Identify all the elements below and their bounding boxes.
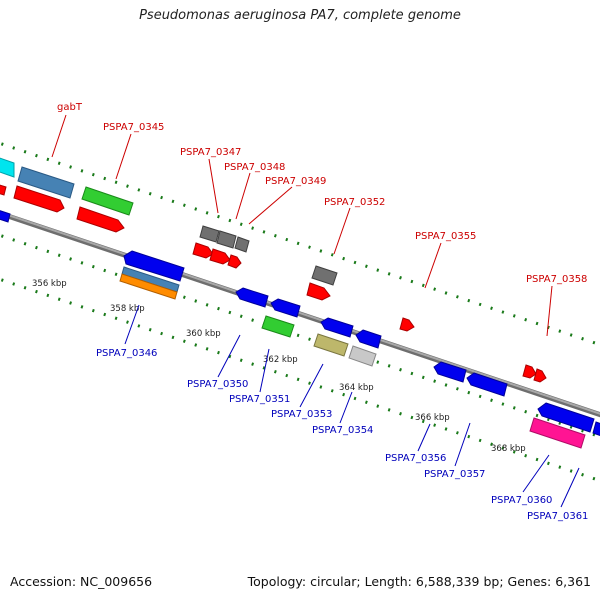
gene-label: PSPA7_0354 <box>312 425 373 436</box>
gene-label: PSPA7_0353 <box>271 409 332 420</box>
label-leaders <box>51 114 580 508</box>
tick-lines <box>0 141 600 483</box>
gene-arrow <box>270 298 301 318</box>
gene-label: PSPA7_0358 <box>526 274 587 285</box>
gene-arrow <box>529 417 586 449</box>
scale-label: 364 kbp <box>339 383 374 393</box>
reverse-gene-labels: PSPA7_0346 PSPA7_0350 PSPA7_0351 PSPA7_0… <box>96 348 588 522</box>
genome-summary-text: Topology: circular; Length: 6,588,339 bp… <box>247 574 591 589</box>
gene-arrow <box>192 242 214 259</box>
gene-arrow <box>592 421 600 437</box>
gene-label: PSPA7_0348 <box>224 162 285 173</box>
scale-label: 362 kbp <box>263 355 298 365</box>
gene-arrow <box>399 317 415 332</box>
gene-arrow <box>313 333 349 357</box>
gene-label: PSPA7_0360 <box>491 495 552 506</box>
accession-text: Accession: NC_009656 <box>10 574 153 589</box>
gene-arrow <box>0 210 11 223</box>
gene-label: PSPA7_0352 <box>324 197 385 208</box>
gene-arrow <box>123 250 185 282</box>
gene-arrow <box>311 265 338 286</box>
gene-label: PSPA7_0346 <box>96 348 157 359</box>
gene-arrow <box>261 315 295 338</box>
gene-arrow <box>0 184 7 196</box>
gene-arrow <box>216 230 237 249</box>
gene-label: PSPA7_0355 <box>415 231 476 242</box>
gene-label: PSPA7_0351 <box>229 394 290 405</box>
gene-label: PSPA7_0345 <box>103 122 164 133</box>
gene-label: PSPA7_0361 <box>527 511 588 522</box>
gene-arrow <box>227 254 242 269</box>
scale-label: 360 kbp <box>186 329 221 339</box>
scale-label: 368 kbp <box>491 444 526 454</box>
gene-arrow <box>466 372 508 397</box>
gene-arrow <box>348 345 377 367</box>
gene-arrow <box>355 329 382 349</box>
gene-arrow <box>537 402 595 433</box>
genome-backbone-highlight <box>0 211 600 415</box>
gene-label: PSPA7_0357 <box>424 469 485 480</box>
gene-arrow <box>533 368 547 383</box>
gene-arrow <box>320 317 354 338</box>
gene-label: PSPA7_0350 <box>187 379 248 390</box>
gene-arrow <box>199 225 220 243</box>
gene-arrow <box>306 282 331 301</box>
gene-arrow <box>81 186 134 216</box>
scale-label: 356 kbp <box>32 279 67 289</box>
forward-gene-labels: gabT PSPA7_0345 PSPA7_0347 PSPA7_0348 PS… <box>57 102 587 285</box>
scale-label: 358 kbp <box>110 304 145 314</box>
gene-arrow <box>17 166 75 199</box>
gene-arrow <box>76 206 125 233</box>
gene-arrow <box>235 287 269 308</box>
gene-label: PSPA7_0347 <box>180 147 241 158</box>
gene-arrow <box>433 361 467 383</box>
gene-label: gabT <box>57 102 83 113</box>
gene-label: PSPA7_0356 <box>385 453 446 464</box>
scale-labels: 356 kbp 358 kbp 360 kbp 362 kbp 364 kbp … <box>32 279 526 454</box>
gene-arrow <box>209 248 231 265</box>
gene-arrow <box>522 364 537 379</box>
gene-arrow <box>234 236 250 253</box>
gene-features <box>0 157 600 449</box>
genome-title: Pseudomonas aeruginosa PA7, complete gen… <box>139 8 461 23</box>
gene-arrow <box>0 157 15 178</box>
scale-label: 366 kbp <box>415 413 450 423</box>
gene-arrow <box>13 185 65 213</box>
gene-arrow <box>119 273 178 300</box>
gene-label: PSPA7_0349 <box>265 176 326 187</box>
